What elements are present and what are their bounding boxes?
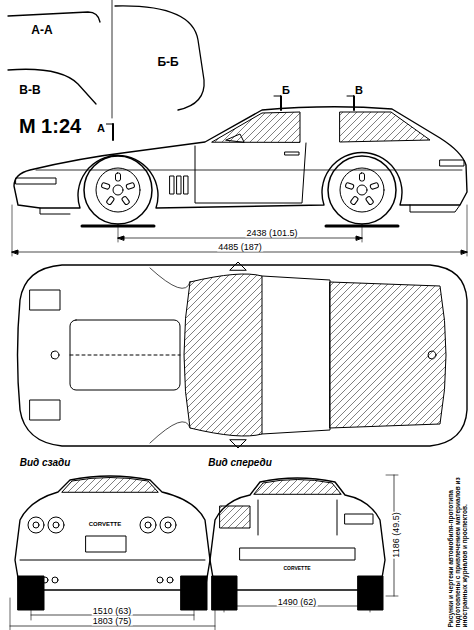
section-mark: А — [96, 123, 106, 134]
top-view — [18, 262, 468, 448]
dimension: 2438 (101.5) — [245, 229, 298, 238]
side-view — [12, 107, 467, 256]
dimension: 1490 (62) — [277, 598, 318, 607]
rear-view — [10, 476, 215, 630]
section-profiles — [8, 0, 204, 118]
wheel-slot — [121, 196, 130, 205]
dimension: 1186 (49.5) — [392, 511, 401, 558]
dimension: 4485 (187) — [217, 243, 263, 252]
wheel-slot — [370, 182, 379, 189]
section-mark: В — [354, 85, 364, 96]
front-view — [210, 475, 398, 612]
section-label: А-А — [30, 24, 53, 36]
wheel-slot — [350, 196, 359, 205]
section-mark: Б — [281, 85, 291, 96]
view-label: Вид спереди — [207, 458, 273, 468]
section-label: В-В — [18, 84, 41, 96]
nameplate: CORVETTE — [282, 566, 311, 571]
wheel-slots — [101, 173, 379, 205]
wheel-slot — [116, 173, 121, 181]
nameplate: CORVETTE — [88, 521, 123, 527]
wheel-slot — [126, 182, 135, 189]
dimension: 1510 (63) — [92, 607, 133, 616]
wheel-slot — [106, 196, 115, 205]
section-label: Б-Б — [156, 56, 179, 68]
wheel-slot — [101, 182, 110, 189]
wheel-slot — [360, 173, 365, 181]
note: Рисунки и чертежи автомобиля-прототипа п… — [447, 462, 468, 629]
scale-label: М 1:24 — [18, 116, 82, 136]
dimension: 1803 (75) — [92, 617, 133, 626]
wheel-slot — [345, 182, 354, 189]
view-label: Вид сзади — [19, 458, 72, 468]
wheel-slot — [365, 196, 374, 205]
